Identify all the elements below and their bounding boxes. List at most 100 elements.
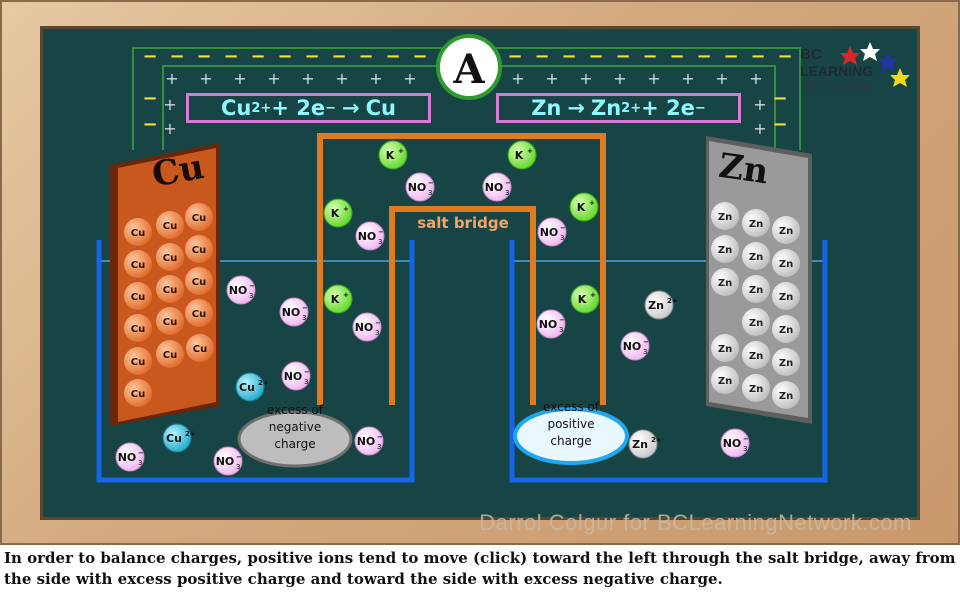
eq-cu-arrow: → (342, 96, 360, 120)
potassium-ion-superscript: + (343, 291, 349, 299)
nitrate-ion-icon (279, 297, 309, 327)
electron-charge-minus: − (223, 46, 238, 67)
wire-charge-plus: + (335, 69, 348, 88)
nitrate-ion-icon (352, 312, 382, 342)
electron-charge-minus: − (385, 46, 400, 67)
zinc-ion-label: Zn (648, 299, 664, 312)
negative-charge-region (237, 410, 353, 468)
left-beaker (96, 240, 415, 483)
copper-ion-superscript: 2+ (258, 379, 269, 387)
potassium-ion-label: K (515, 149, 524, 162)
zinc-ion-icon (644, 290, 674, 320)
eq-zn-electrons: + 2e (641, 96, 695, 120)
copper-atom-label: Cu (192, 309, 206, 320)
nitrate-ion-icon (720, 428, 750, 458)
zinc-ion-superscript: 2+ (667, 297, 678, 305)
nitrate-ion-superscript: − (138, 449, 144, 457)
electron-charge-minus: − (750, 46, 765, 67)
zinc-atom-label: Zn (718, 212, 732, 223)
electron-charge-minus: − (507, 46, 522, 67)
nitrate-ion-superscript: − (378, 228, 384, 236)
zinc-atom-label: Zn (718, 278, 732, 289)
copper-atom-label: Cu (131, 228, 145, 239)
copper-ion-label: Cu (239, 381, 255, 394)
zinc-atom (711, 235, 739, 263)
copper-atom-label: Cu (131, 324, 145, 335)
zinc-atom-label: Zn (779, 325, 793, 336)
nitrate-ion-icon (213, 446, 243, 476)
electron-charge-minus: − (142, 88, 157, 109)
zinc-atom (772, 381, 800, 409)
logo-line3: NETWORK (800, 78, 872, 94)
potassium-ion-label: K (577, 201, 586, 214)
nitrate-ion-subscript: 3 (236, 463, 240, 471)
electron-charge-minus: − (277, 46, 292, 67)
copper-atom-label: Cu (131, 260, 145, 271)
electron-charge-minus: − (196, 46, 211, 67)
copper-atom (124, 379, 152, 407)
nitrate-ion-label: NO (539, 318, 558, 331)
zinc-atom-label: Zn (779, 391, 793, 402)
electron-charge-minus: − (304, 46, 319, 67)
copper-atom-label: Cu (163, 253, 177, 264)
zinc-atom-label: Zn (749, 351, 763, 362)
logo-line2: LEARNING (800, 63, 874, 79)
electron-charge-minus: − (142, 114, 157, 135)
zinc-atom (772, 315, 800, 343)
nitrate-ion-subscript: 3 (304, 378, 308, 386)
electron-charge-minus: − (615, 46, 630, 67)
zinc-atom (742, 308, 770, 336)
nitrate-ion-icon (115, 442, 145, 472)
electron-charge-minus: − (169, 46, 184, 67)
copper-atom (124, 282, 152, 310)
zinc-electrode-label: Zn (716, 146, 771, 193)
zinc-atom (742, 374, 770, 402)
wire-charge-plus: + (369, 69, 382, 88)
salt-bridge-inner (389, 206, 536, 405)
zinc-atom (742, 242, 770, 270)
electron-charge-minus: − (358, 46, 373, 67)
nitrate-ion-label: NO (284, 370, 303, 383)
copper-atom-label: Cu (192, 245, 206, 256)
electron-charge-minus: − (642, 46, 657, 67)
nitrate-ion-superscript: − (377, 433, 383, 441)
nitrate-ion-subscript: 3 (743, 445, 747, 453)
nitrate-ion-superscript: − (560, 224, 566, 232)
eq-cu-charge: 2+ (251, 100, 272, 116)
zinc-atom (711, 366, 739, 394)
copper-atom (156, 340, 184, 368)
nitrate-ion-subscript: 3 (375, 329, 379, 337)
copper-atom-label: Cu (163, 350, 177, 361)
nitrate-ion-superscript: − (249, 282, 255, 290)
copper-ion-icon (162, 423, 192, 453)
nitrate-ion-label: NO (408, 181, 427, 194)
nitrate-ion-icon (281, 361, 311, 391)
right-beaker (509, 240, 828, 483)
wire-charge-plus: + (753, 95, 766, 114)
electron-charge-minus: − (412, 46, 427, 67)
wire-charge-plus: + (681, 69, 694, 88)
wire-charge-plus: + (545, 69, 558, 88)
electron-charge-minus: − (588, 46, 603, 67)
potassium-ion-label: K (386, 149, 395, 162)
zinc-ion-superscript: 2+ (651, 436, 662, 444)
logo-stars-icon (840, 42, 910, 87)
copper-atom-label: Cu (131, 357, 145, 368)
nitrate-ion-label: NO (229, 284, 248, 297)
copper-atom (156, 211, 184, 239)
zinc-atom-label: Zn (718, 245, 732, 256)
copper-atom-label: Cu (192, 277, 206, 288)
nitrate-ion-subscript: 3 (643, 348, 647, 356)
copper-atom (156, 275, 184, 303)
zinc-atom (711, 202, 739, 230)
copper-ion-label: Cu (166, 432, 182, 445)
copper-atom-label: Cu (163, 285, 177, 296)
negative-charge-label: excess of (267, 403, 324, 417)
wire-charge-plus: + (613, 69, 626, 88)
eq-zn-charge: 2+ (621, 100, 642, 116)
nitrate-ion-subscript: 3 (559, 326, 563, 334)
copper-ion-icon (235, 372, 265, 402)
positive-charge-label: positive (547, 417, 594, 431)
zinc-atom-label: Zn (718, 376, 732, 387)
